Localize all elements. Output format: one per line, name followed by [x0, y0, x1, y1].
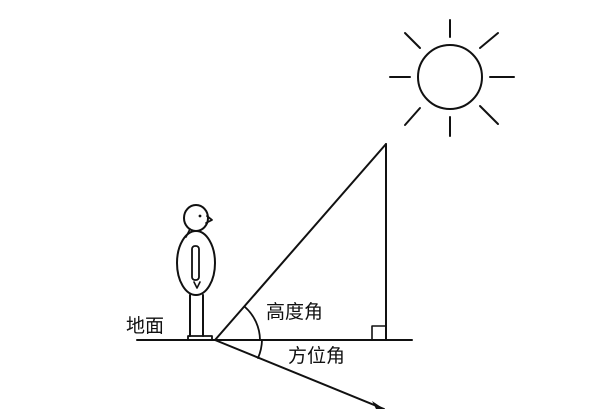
- person-hand: [193, 281, 201, 289]
- person-figure: [176, 204, 216, 341]
- person-head: [183, 204, 209, 232]
- sun-icon: [389, 19, 515, 137]
- altitude-angle-label: 高度角: [266, 301, 323, 323]
- sun-rays: [389, 19, 515, 137]
- sun-ray-hypotenuse: [214, 143, 387, 341]
- azimuth-angle-arc: [257, 339, 263, 359]
- arrow-head: [372, 401, 384, 409]
- person-eye: [198, 214, 202, 218]
- altitude-angle-arc: [244, 306, 261, 341]
- ground-label: 地面: [126, 315, 164, 337]
- person-arm: [191, 245, 200, 281]
- person-body: [176, 230, 216, 296]
- azimuth-angle-label: 方位角: [288, 345, 345, 367]
- right-angle-marker: [371, 325, 387, 341]
- azimuth-direction-line: [214, 339, 385, 410]
- person-nose: [205, 215, 213, 224]
- person-feet: [187, 335, 213, 341]
